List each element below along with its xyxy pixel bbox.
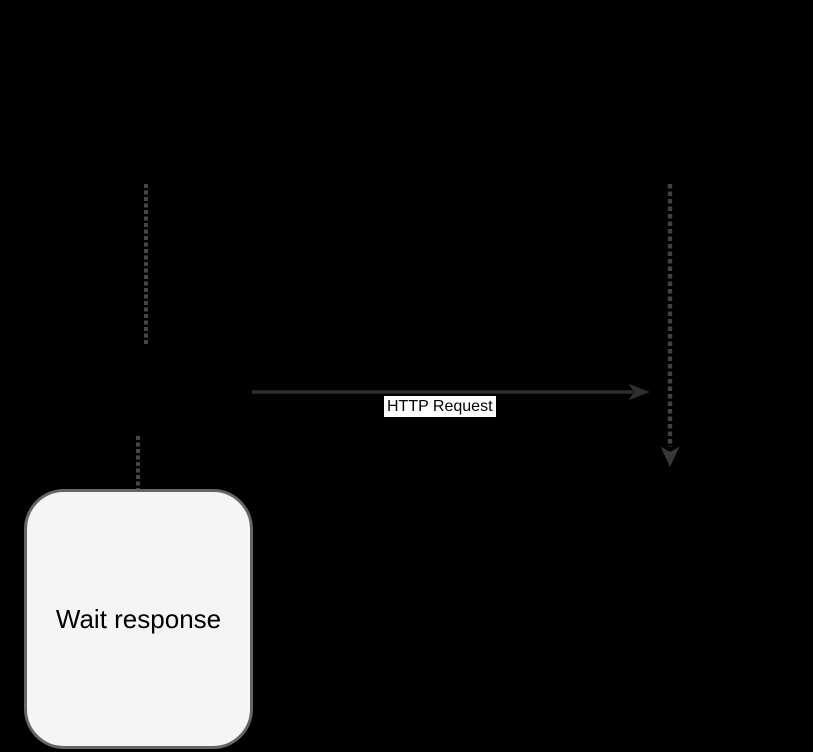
right-arrowhead-icon (628, 383, 650, 401)
wait-response-label: Wait response (55, 603, 222, 634)
wait-response-box: Wait response (24, 489, 253, 749)
down-arrowhead-icon (660, 446, 680, 467)
http-request-label: HTTP Request (384, 396, 496, 417)
